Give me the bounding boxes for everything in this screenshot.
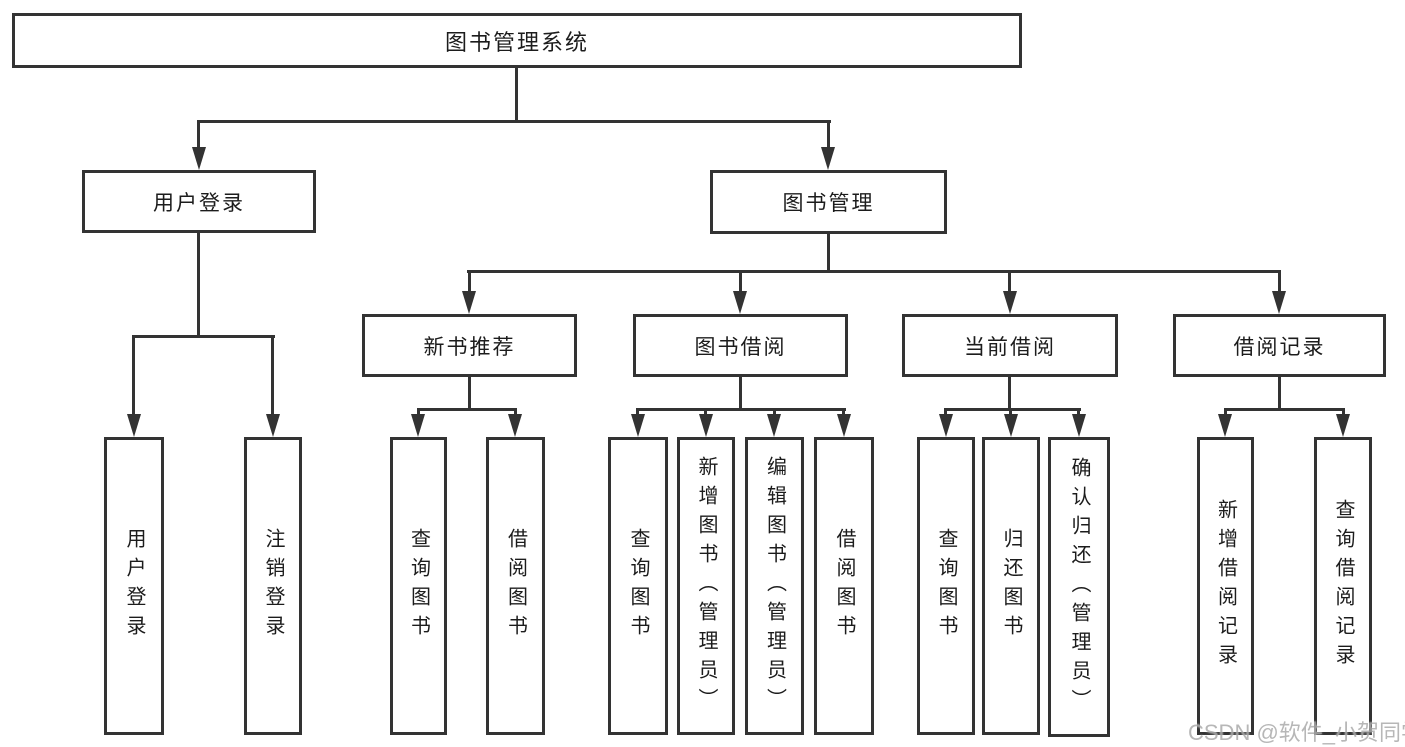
arrow-down-icon xyxy=(821,147,835,170)
connector-drop-book-borrow xyxy=(739,270,742,291)
arrow-down-icon xyxy=(767,414,781,437)
arrow-down-icon xyxy=(462,291,476,314)
connector-drop-leaf xyxy=(417,408,420,416)
leaf-confirm-return-admin: 确认归还（管理员） xyxy=(1048,437,1110,737)
connector-drop-leaf xyxy=(1077,408,1080,416)
leaf-add-borrow-record: 新增借阅记录 xyxy=(1197,437,1254,735)
arrow-down-icon xyxy=(733,291,747,314)
arrow-down-icon xyxy=(1003,291,1017,314)
connector-drop-record xyxy=(1278,270,1281,291)
leaf-edit-books-admin: 编辑图书（管理员） xyxy=(745,437,804,735)
connector-drop-leaf xyxy=(514,408,517,416)
connector-new-book-branch xyxy=(417,408,517,411)
arrow-down-icon xyxy=(1072,414,1086,437)
arrow-down-icon xyxy=(939,414,953,437)
node-new-book-recommend: 新书推荐 xyxy=(362,314,577,377)
node-library-management-system: 图书管理系统 xyxy=(12,13,1022,68)
node-book-borrowing: 图书借阅 xyxy=(633,314,848,377)
connector-drop-login xyxy=(132,335,135,414)
connector-drop-leaf xyxy=(636,408,639,416)
leaf-return-books: 归还图书 xyxy=(982,437,1040,735)
connector-drop-leaf xyxy=(1009,408,1012,416)
arrow-down-icon xyxy=(837,414,851,437)
connector-record-branch xyxy=(1224,408,1345,411)
connector-user-login-branch xyxy=(132,335,275,338)
connector-drop-leaf xyxy=(1342,408,1345,416)
connector-drop-book-mgmt xyxy=(827,120,830,148)
arrow-down-icon xyxy=(699,414,713,437)
connector-drop-logout xyxy=(271,335,274,414)
connector-current-branch xyxy=(944,408,1081,411)
connector-current-trunk xyxy=(1008,377,1011,408)
connector-drop-current xyxy=(1008,270,1011,291)
connector-book-borrow-trunk xyxy=(739,377,742,408)
csdn-watermark: CSDN @软件_小贺同学 xyxy=(1188,720,1405,745)
connector-new-book-trunk xyxy=(468,377,471,408)
leaf-query-books-newbook: 查询图书 xyxy=(390,437,447,735)
node-book-management: 图书管理 xyxy=(710,170,947,234)
node-current-borrowing: 当前借阅 xyxy=(902,314,1118,377)
connector-book-mgmt-trunk xyxy=(827,233,830,270)
node-user-login: 用户登录 xyxy=(82,170,316,233)
arrow-down-icon xyxy=(266,414,280,437)
connector-drop-leaf xyxy=(944,408,947,416)
connector-book-mgmt-branch xyxy=(467,270,1281,273)
arrow-down-icon xyxy=(631,414,645,437)
connector-drop-leaf xyxy=(704,408,707,416)
leaf-borrow-books: 借阅图书 xyxy=(814,437,874,735)
connector-drop-leaf xyxy=(842,408,845,416)
arrow-down-icon xyxy=(127,414,141,437)
arrow-down-icon xyxy=(1004,414,1018,437)
arrow-down-icon xyxy=(1218,414,1232,437)
connector-drop-user-login xyxy=(197,120,200,148)
node-borrowing-records: 借阅记录 xyxy=(1173,314,1386,377)
connector-root-trunk xyxy=(515,68,518,120)
arrow-down-icon xyxy=(411,414,425,437)
leaf-add-books-admin: 新增图书（管理员） xyxy=(677,437,735,735)
leaf-user-login: 用户登录 xyxy=(104,437,164,735)
arrow-down-icon xyxy=(1272,291,1286,314)
connector-root-branch xyxy=(197,120,831,123)
leaf-logout: 注销登录 xyxy=(244,437,302,735)
connector-record-trunk xyxy=(1278,377,1281,408)
connector-drop-new-book xyxy=(468,270,471,291)
connector-drop-leaf xyxy=(773,408,776,416)
leaf-query-borrow-record: 查询借阅记录 xyxy=(1314,437,1372,735)
connector-drop-leaf xyxy=(1224,408,1227,416)
connector-book-borrow-branch xyxy=(636,408,846,411)
arrow-down-icon xyxy=(1336,414,1350,437)
connector-user-login-trunk xyxy=(197,233,200,335)
arrow-down-icon xyxy=(192,147,206,170)
leaf-query-books-current: 查询图书 xyxy=(917,437,975,735)
leaf-query-books-borrow: 查询图书 xyxy=(608,437,668,735)
leaf-borrow-books-newbook: 借阅图书 xyxy=(486,437,545,735)
arrow-down-icon xyxy=(508,414,522,437)
